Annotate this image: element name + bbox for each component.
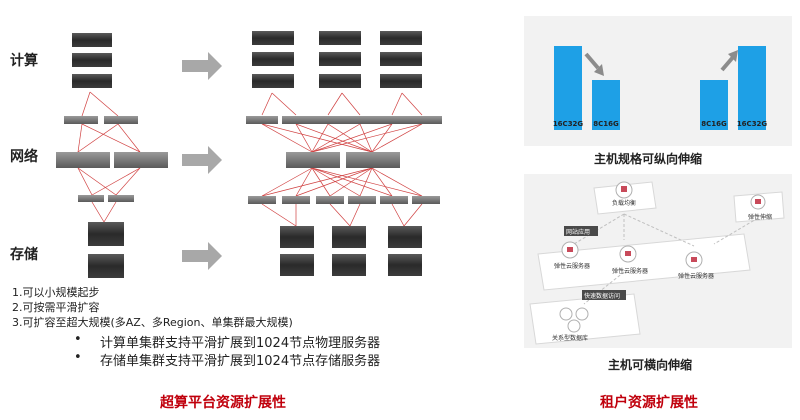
scale-down-arrow xyxy=(584,52,604,76)
bar-label: 8C16G xyxy=(701,120,727,128)
bullet-dot: • xyxy=(74,332,82,347)
icon-marks xyxy=(567,186,761,262)
fast-access-tag xyxy=(582,290,626,300)
left-network-links xyxy=(77,91,141,223)
right-core-switches xyxy=(286,152,400,168)
service-platform xyxy=(537,233,751,291)
feature-list-item: 2.可按需平滑扩容 xyxy=(12,301,100,314)
row-label-compute: 计算 xyxy=(10,53,38,69)
scale-arrows xyxy=(182,52,222,270)
left-storage-switches xyxy=(78,195,134,202)
right-access-switches xyxy=(246,116,442,124)
left-storage-servers xyxy=(88,222,124,278)
left-compute-servers xyxy=(72,33,112,88)
right-compute-servers xyxy=(252,31,422,88)
lb-label: 负载均衡 xyxy=(612,200,637,207)
fast-access-label: 快速数据访问 xyxy=(584,293,621,300)
bullet-compute: 计算单集群支持平滑扩展到1024节点物理服务器 xyxy=(100,336,381,351)
bullet-storage: 存储单集群支持平滑扩展到1024节点存储服务器 xyxy=(100,354,381,369)
bar-small-before xyxy=(700,80,728,130)
right-caption: 租户资源扩展性 xyxy=(600,395,698,411)
right-network-links xyxy=(261,92,423,227)
ecs-label: 弹性云服务器 xyxy=(612,268,649,275)
bar-large-after xyxy=(738,46,766,130)
bar-small-after xyxy=(592,80,620,130)
right-storage-servers xyxy=(280,226,422,276)
site-app-tag xyxy=(564,226,598,236)
bar-large-before xyxy=(554,46,582,130)
vertical-scaling-chart xyxy=(554,46,766,130)
horizontal-caption: 主机可横向伸缩 xyxy=(608,358,693,372)
rdb-label: 关系型数据库 xyxy=(552,335,589,342)
scale-up-arrow xyxy=(720,50,738,72)
site-app-label: 网站应用 xyxy=(566,229,591,236)
ecs-label: 弹性云服务器 xyxy=(678,273,715,280)
bar-label: 8C16G xyxy=(593,120,619,128)
left-caption: 超算平台资源扩展性 xyxy=(160,395,286,411)
row-label-storage: 存储 xyxy=(10,247,38,263)
feature-list-item: 3.可扩容至超大规模(多AZ、多Region、单集群最大规模) xyxy=(12,316,293,329)
feature-list-item: 1.可以小规模起步 xyxy=(12,286,100,299)
right-storage-switches xyxy=(248,196,440,204)
infrastructure-diagram xyxy=(56,31,442,278)
bar-label: 16C32G xyxy=(552,120,584,128)
elastic-label: 弹性伸缩 xyxy=(748,214,773,221)
left-core-switches xyxy=(56,152,168,168)
left-access-switches xyxy=(64,116,138,124)
horizontal-scaling-diagram xyxy=(529,181,785,345)
bullet-dot: • xyxy=(74,350,82,365)
vertical-caption: 主机规格可纵向伸缩 xyxy=(594,152,703,166)
row-label-network: 网络 xyxy=(10,149,38,165)
bar-label: 16C32G xyxy=(736,120,768,128)
ecs-label: 弹性云服务器 xyxy=(554,263,591,270)
cloud-icons xyxy=(559,181,766,333)
